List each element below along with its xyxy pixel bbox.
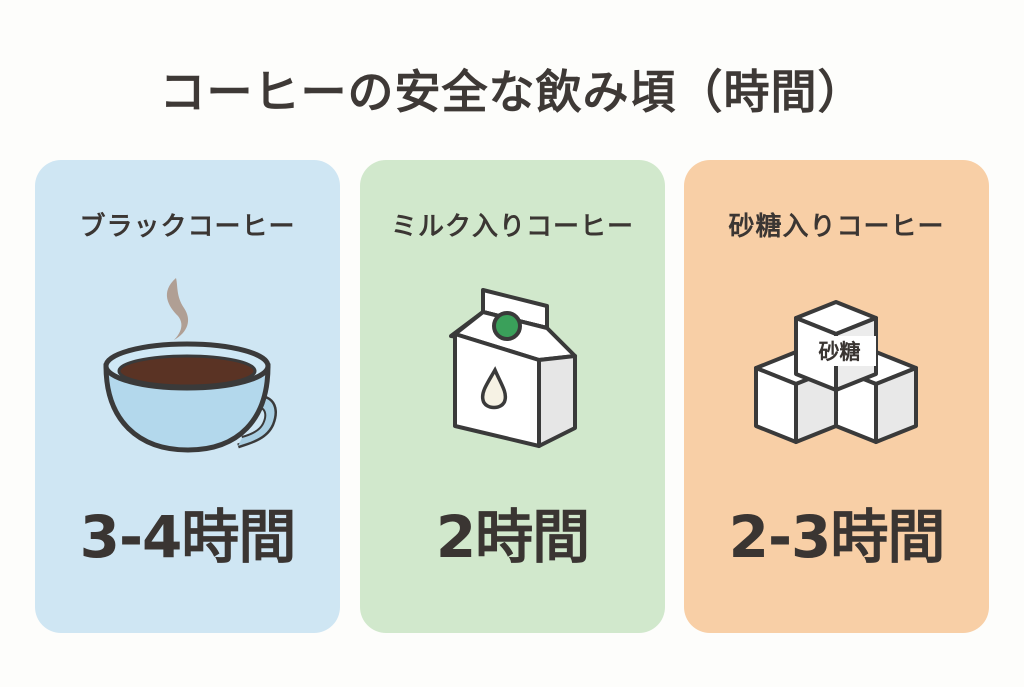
sugar-cubes-icon: 砂糖: [752, 298, 922, 448]
card-label: ブラックコーヒー: [79, 212, 296, 242]
card-milk-coffee: ミルク入りコーヒー 2時間: [360, 160, 665, 633]
card-black-coffee: ブラックコーヒー 3-4時間: [35, 160, 340, 633]
page-title: コーヒーの安全な飲み頃（時間）: [159, 65, 865, 119]
milk-carton-icon: [443, 278, 583, 458]
card-sugar-coffee: 砂糖入りコーヒー 砂糖 2-3時間: [684, 160, 989, 633]
safe-time-value: 2時間: [435, 503, 590, 571]
card-label: 砂糖入りコーヒー: [728, 212, 945, 242]
coffee-cup-icon: [98, 270, 278, 460]
card-label: ミルク入りコーヒー: [390, 212, 634, 242]
safe-time-value: 3-4時間: [79, 503, 297, 571]
safe-time-value: 2-3時間: [728, 503, 946, 571]
sugar-cube-text: 砂糖: [803, 336, 876, 366]
